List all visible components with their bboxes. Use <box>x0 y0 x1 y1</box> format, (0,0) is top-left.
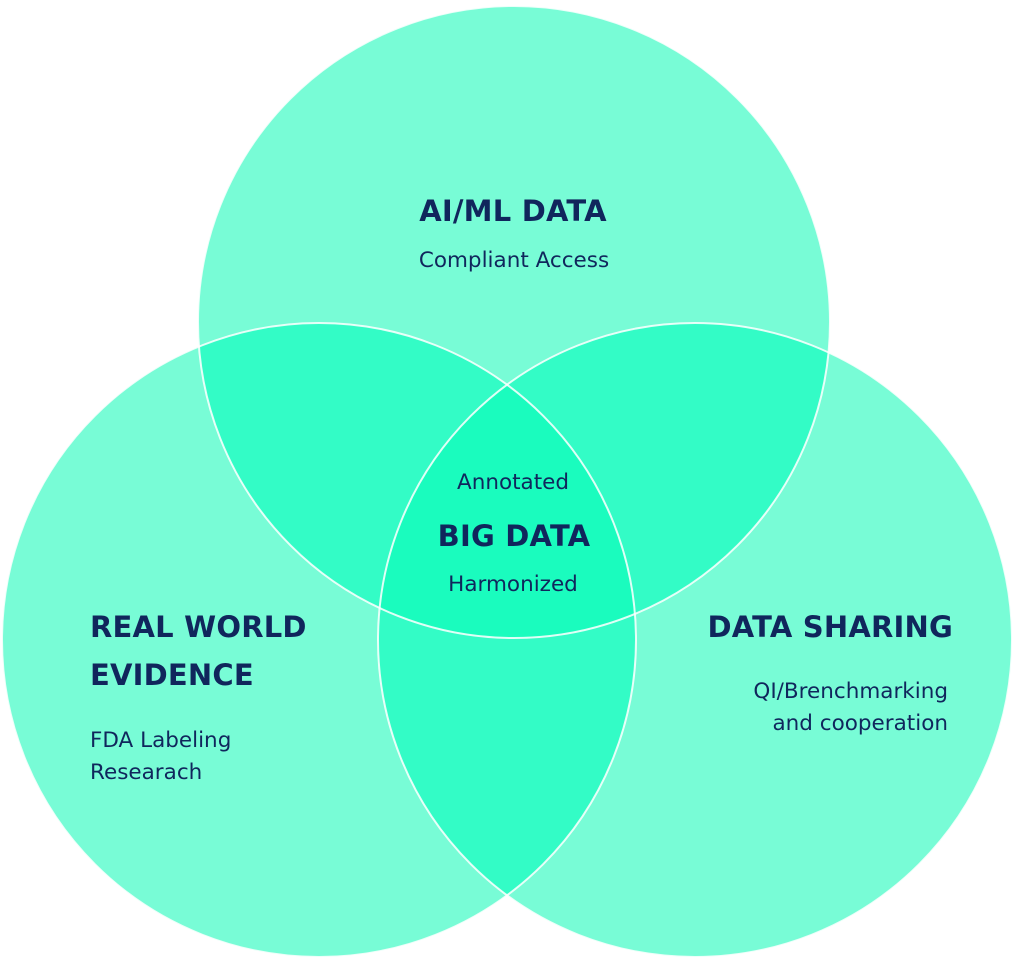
big-data-title: BIG DATA <box>437 519 591 553</box>
ai-ml-data-title: AI/ML DATA <box>419 194 607 228</box>
real-world-evidence-subtitle-line1: FDA Labeling <box>90 728 232 753</box>
real-world-evidence-title-line1: REAL WORLD <box>90 610 307 644</box>
real-world-evidence-title-line2: EVIDENCE <box>90 658 254 692</box>
data-sharing-title: DATA SHARING <box>707 610 953 644</box>
data-sharing-subtitle-line2: and cooperation <box>772 711 949 736</box>
data-sharing-subtitle-line1: QI/Brenchmarking <box>753 679 948 704</box>
big-data-bottom-text: Harmonized <box>448 572 578 597</box>
big-data-top-text: Annotated <box>456 470 570 495</box>
ai-ml-data-subtitle: Compliant Access <box>418 248 610 273</box>
real-world-evidence-subtitle-line2: Researach <box>90 760 203 785</box>
overlap-center <box>378 323 636 638</box>
outline-data-sharing <box>377 322 1013 958</box>
outline-real-world-evidence <box>1 322 637 958</box>
outline-ai-ml-data <box>197 5 831 639</box>
